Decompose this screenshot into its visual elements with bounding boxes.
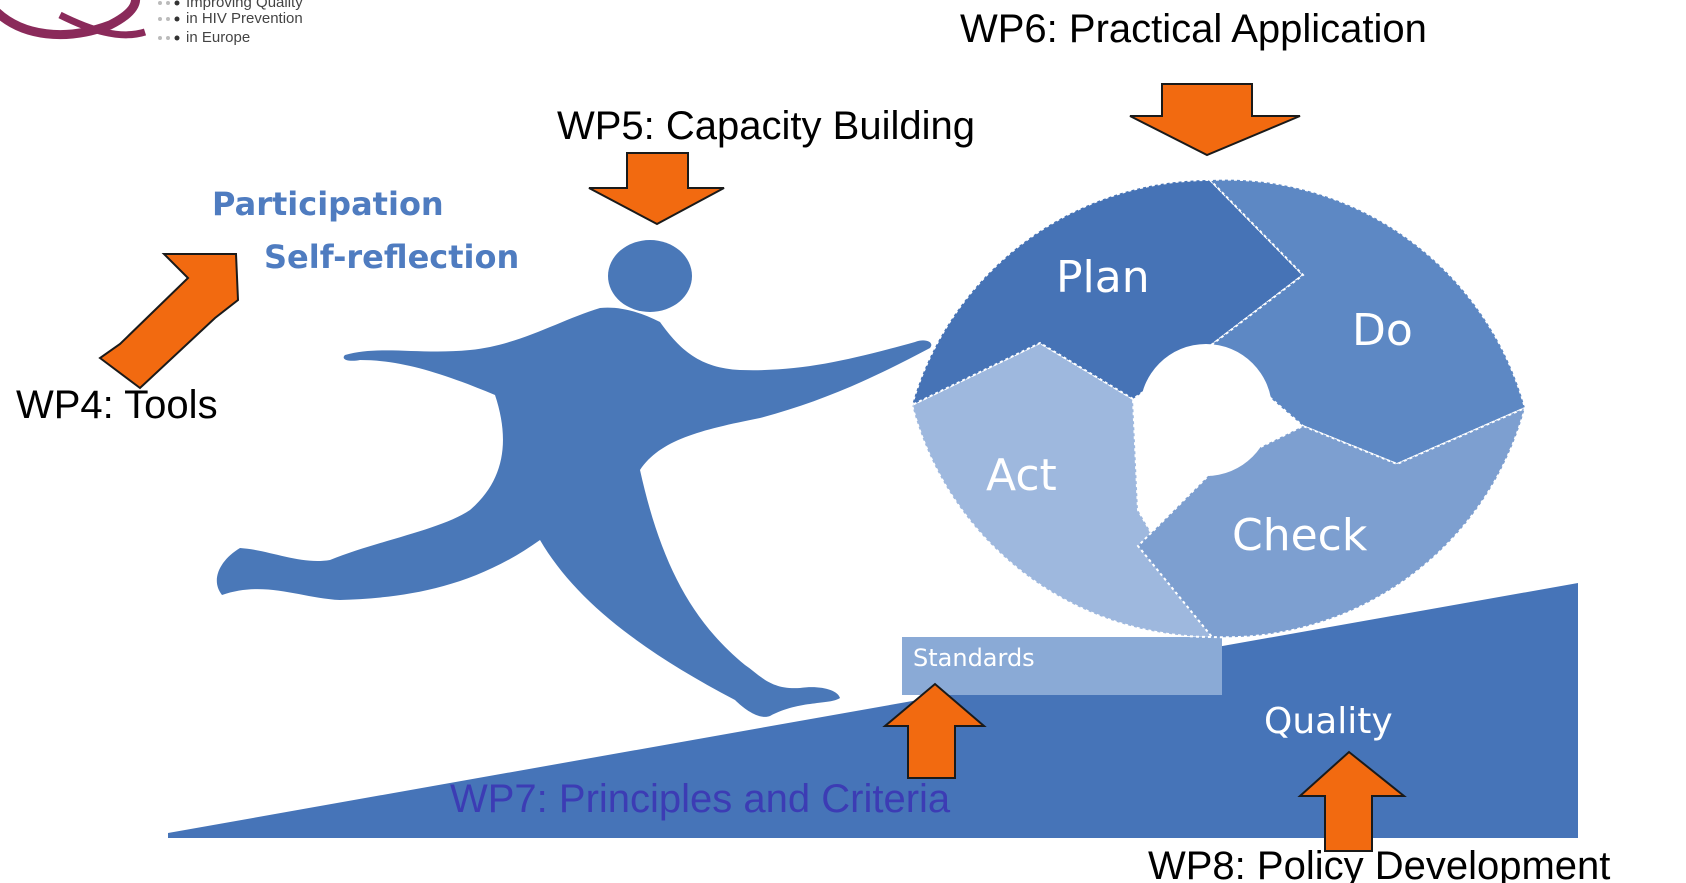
wp5-label: WP5: Capacity Building — [557, 104, 975, 148]
participation-label: Participation — [212, 185, 444, 223]
wp8-label: WP8: Policy Development — [1148, 844, 1610, 883]
logo: Improving Quality in HIV Prevention in E… — [0, 0, 303, 46]
quality-ramp — [168, 583, 1578, 838]
wp4-arrow-diagonal-icon — [98, 253, 240, 390]
wp4-label: WP4: Tools — [16, 383, 218, 427]
arrows — [98, 83, 1407, 852]
logo-line-2: in HIV Prevention — [186, 10, 303, 27]
standards-label: Standards — [913, 644, 1035, 672]
logo-mark-tail — [58, 11, 147, 39]
figure-body — [216, 307, 932, 717]
cycle-label-plan: Plan — [1056, 252, 1150, 303]
wp6-arrow-down-icon — [1129, 83, 1301, 157]
cycle-label-check: Check — [1232, 510, 1368, 561]
logo-line-3: in Europe — [186, 29, 250, 46]
cycle-label-do: Do — [1352, 305, 1413, 356]
logo-dots — [158, 0, 180, 41]
self-reflection-label: Self-reflection — [264, 238, 519, 276]
segment-do — [1207, 178, 1527, 466]
wp6-label: WP6: Practical Application — [960, 7, 1427, 51]
wp7-arrow-up-icon — [882, 682, 987, 779]
quality-label: Quality — [1264, 701, 1393, 742]
wp8-arrow-up-icon — [1297, 750, 1407, 852]
wp7-label: WP7: Principles and Criteria — [450, 777, 951, 821]
wp5-arrow-down-icon — [588, 152, 725, 226]
running-figure — [216, 240, 932, 717]
cycle-center — [1140, 344, 1272, 476]
figure-head — [608, 240, 692, 312]
cycle-label-act: Act — [986, 450, 1057, 501]
standards-block: Standards — [902, 637, 1222, 695]
logo-line-1: Improving Quality — [186, 0, 303, 11]
segment-act — [910, 341, 1214, 639]
